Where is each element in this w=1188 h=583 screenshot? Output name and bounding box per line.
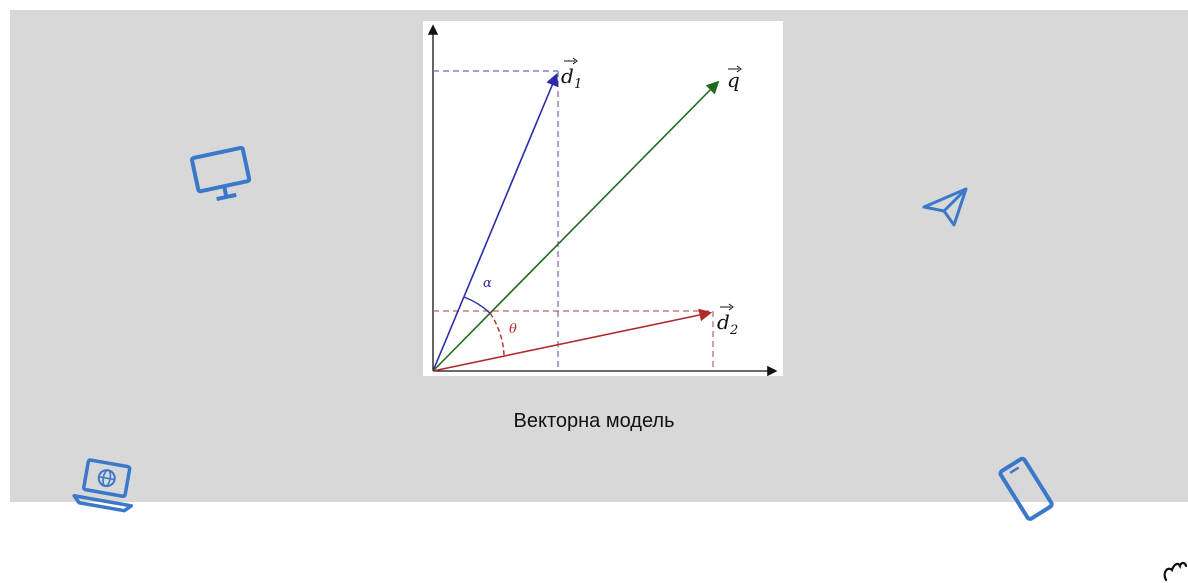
diagram-caption: Векторна модель — [513, 410, 675, 432]
d1-letter: d — [561, 64, 574, 88]
d2-letter: d — [717, 310, 730, 334]
q-letter: q — [727, 68, 740, 92]
vector-d2 — [432, 308, 713, 372]
angle-theta-arc — [489, 312, 505, 356]
angle-alpha-label: α — [483, 276, 492, 291]
vector-d1 — [432, 73, 559, 372]
vector-d1-label: d 1 — [561, 57, 582, 92]
paper-plane-icon — [922, 187, 968, 227]
laptop-globe-icon — [72, 458, 134, 513]
vector-diagram-svg: α θ d 1 q d 2 — [427, 24, 778, 377]
vector-model-diagram: α θ d 1 q d 2 — [423, 21, 783, 377]
d1-subscript: 1 — [574, 77, 582, 92]
d2-subscript: 2 — [729, 323, 738, 338]
smartphone-icon — [998, 456, 1054, 521]
corner-logo — [1163, 561, 1188, 582]
angle-theta-label: θ — [509, 322, 517, 337]
vector-q-label: q — [727, 65, 742, 92]
monitor-icon — [189, 146, 252, 201]
vector-q — [432, 80, 720, 372]
vector-d2-label: d 2 — [717, 303, 738, 338]
